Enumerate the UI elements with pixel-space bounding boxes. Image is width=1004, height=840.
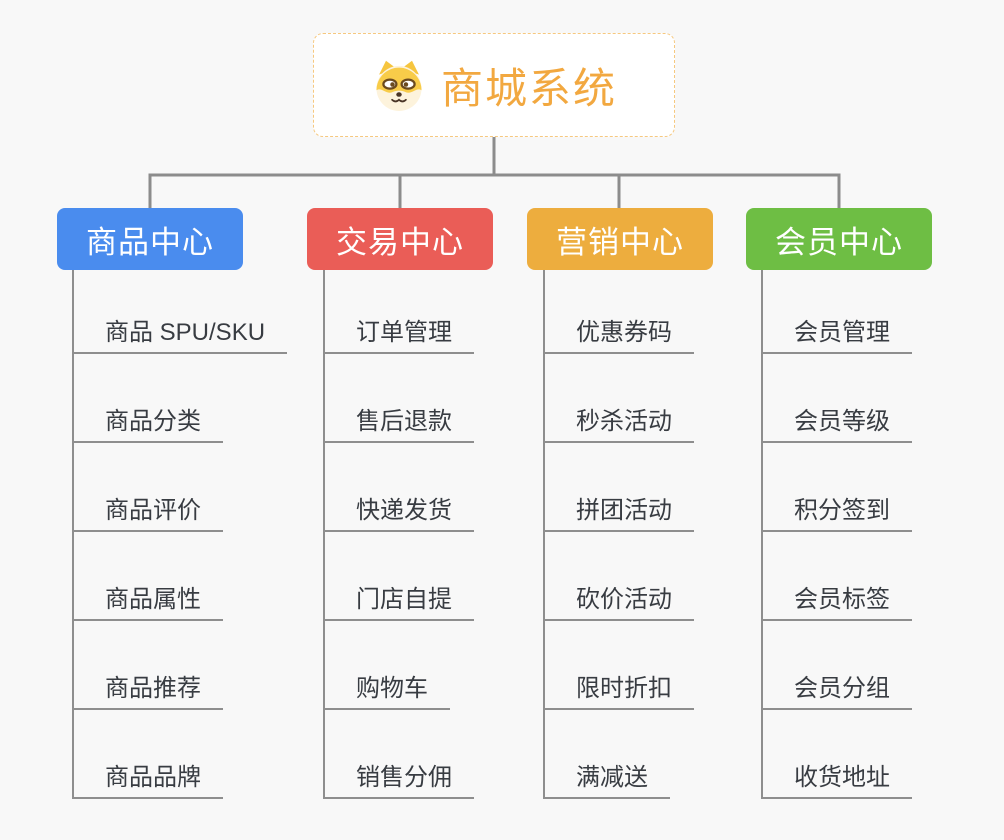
leaf-node[interactable]: 会员分组	[762, 674, 912, 710]
branch-node-member-center[interactable]: 会员中心	[746, 208, 932, 270]
leaf-node[interactable]: 商品推荐	[73, 674, 223, 710]
leaf-node[interactable]: 商品分类	[73, 407, 223, 443]
leaf-node[interactable]: 订单管理	[324, 318, 474, 354]
leaf-node[interactable]: 快递发货	[324, 496, 474, 532]
leaf-node[interactable]: 商品 SPU/SKU	[73, 318, 288, 354]
leaf-node[interactable]: 商品评价	[73, 496, 223, 532]
root-node-mall-system[interactable]: 商城系统	[313, 33, 675, 137]
leaf-node[interactable]: 砍价活动	[544, 585, 694, 621]
leaf-node[interactable]: 满减送	[544, 763, 670, 799]
leaf-node[interactable]: 会员标签	[762, 585, 912, 621]
branch-label: 交易中心	[336, 224, 464, 260]
branch-label: 营销中心	[556, 224, 684, 260]
leaf-node[interactable]: 销售分佣	[324, 763, 474, 799]
leaf-node[interactable]: 售后退款	[324, 407, 474, 443]
leaf-node[interactable]: 商品品牌	[73, 763, 223, 799]
leaf-node[interactable]: 秒杀活动	[544, 407, 694, 443]
leaf-node[interactable]: 限时折扣	[544, 674, 694, 710]
root-title: 商城系统	[440, 64, 617, 112]
leaf-node[interactable]: 收货地址	[762, 763, 912, 799]
leaf-node[interactable]: 门店自提	[324, 585, 474, 621]
leaf-node[interactable]: 商品属性	[73, 585, 223, 621]
leaf-node[interactable]: 拼团活动	[544, 496, 694, 532]
leaf-node[interactable]: 积分签到	[762, 496, 912, 532]
leaf-node[interactable]: 会员管理	[762, 318, 912, 354]
leaf-node[interactable]: 购物车	[324, 674, 450, 710]
shiba-dog-icon	[376, 60, 422, 111]
branch-label: 会员中心	[775, 224, 903, 260]
branch-node-product-center[interactable]: 商品中心	[57, 208, 243, 270]
branch-label: 商品中心	[86, 224, 214, 260]
leaf-node[interactable]: 会员等级	[762, 407, 912, 443]
branch-node-marketing-center[interactable]: 营销中心	[527, 208, 713, 270]
branch-node-trade-center[interactable]: 交易中心	[307, 208, 493, 270]
leaf-node[interactable]: 优惠券码	[544, 318, 694, 354]
